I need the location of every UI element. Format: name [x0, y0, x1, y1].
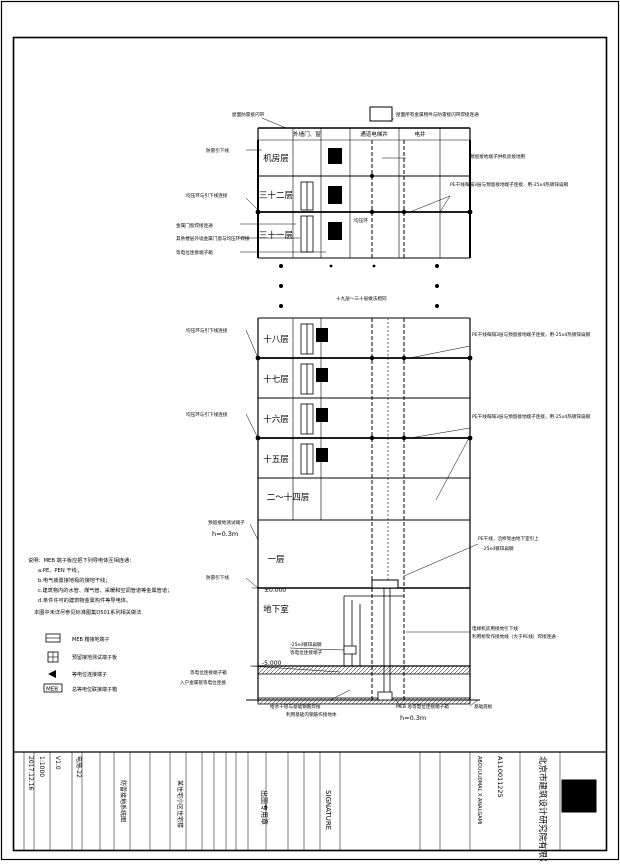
label-eq-flat: -25x4镀锌扁钢 [290, 641, 322, 648]
floor-1: 一层 [267, 555, 284, 565]
label-eq-box-note: 等电位连接端子箱 [190, 669, 227, 676]
notes-c: c.建筑物内的水管、煤气管、采暖和空调管道等金属管道； [38, 586, 172, 594]
floor-16: 十六层 [263, 414, 289, 425]
floor-15: 十五层 [263, 454, 289, 465]
label-metal-frame: 其余楼层外墙金属门窗与均压环焊接 [176, 235, 250, 242]
label-foundation: 入户金属管等电位连接 [180, 679, 226, 686]
label-pe-branch-18: PE干线每隔3层与预留接地端子连接，用-25x4热镀锌扁钢 [472, 331, 591, 338]
tb-date: 2017.12.16 [27, 756, 34, 791]
label-pe-main2: -25x4镀锌扁钢 [482, 545, 514, 552]
label-machine-conn: 预留接地端子供机房接地用 [470, 153, 526, 160]
tb-seal: 出图专用章 [260, 790, 269, 825]
label-elev0: ±0.000 [264, 587, 286, 594]
col-electrical: 电井 [414, 130, 426, 138]
legend-meb-box-icon [43, 683, 63, 693]
tb-company-code: ABOUUU0MAL X ANALGAMI [476, 756, 482, 824]
tb-version: V1.0 [54, 756, 61, 770]
floor-basement: 地下室 [263, 604, 289, 615]
label-metal-doors: 金属门窗焊接连通 [176, 222, 213, 229]
label-ground-rebar: 利用基础内钢筋作接地体 [286, 711, 337, 718]
notes-title: 说明：MEB 端子板应把下列导电体互相连通： [28, 556, 134, 564]
col-door-window: 外墙门、窗 [293, 130, 321, 138]
company-logo [561, 779, 597, 813]
label-pe-branch-16: PE干线每隔3层与预留接地端子连接，用-25x4热镀锌扁钢 [472, 413, 591, 420]
label-down-conductor-bot: 防雷引下线 [206, 574, 229, 581]
label-h-meb: h=0.3m [400, 714, 426, 722]
title-block-text: 2017.12.16 1:1000 V1.0 电施-22 防雷接地系统图 某住宅… [27, 756, 548, 865]
label-equalize-ring: 均压环 [354, 217, 368, 224]
floor-32: 三十二层 [259, 190, 293, 201]
floor-17: 十七层 [263, 374, 289, 385]
label-roof-band: 屋面防雷接闪带 [232, 111, 265, 118]
label-down-conductor-top: 防雷引下线 [206, 147, 229, 154]
label-cable-tray-b: 利用桥架作接地线（大于PE线）焊接连通 [472, 633, 556, 640]
inner-frame [12, 36, 608, 852]
legend-item2: 预留接地测试端子板 [72, 654, 117, 661]
legend-item3: 等电位连接端子 [72, 671, 107, 678]
tb-project-name: 某住宅小区住宅楼 [176, 780, 184, 828]
label-pe-main: PE干线，沿桥架由地下室引上 [478, 535, 539, 542]
label-eq-connect: 等电位连接端子 [290, 649, 323, 656]
legend-item4: 总等电位联接端子箱 [72, 686, 117, 693]
tb-drawing-name: 防雷接地系统图 [119, 780, 127, 822]
label-roof-metal: 屋面所有金属物件与防雷接闪带焊接连通 [396, 111, 479, 118]
annotations: 屋面防雷接闪带 屋面所有金属物件与防雷接闪带焊接连通 防雷引下线 预留接地端子供… [176, 111, 591, 722]
label-eq-terminal-top: 等电位连接端子箱 [176, 249, 213, 256]
tb-signature: SIGNATURE [324, 790, 332, 830]
legend-meb-text: MEB [46, 687, 58, 693]
legend-eq-terminal-icon [48, 670, 56, 678]
floor-31: 三十一层 [259, 230, 293, 241]
building-section [240, 106, 480, 707]
label-equalize-16: 均压环与引下线连接 [186, 411, 228, 418]
legend: MEB 箱接地端子 预留接地测试端子板 等电位连接端子 MEB 总等电位联接端子… [43, 633, 117, 693]
tb-cert-code: A110011225 [496, 756, 504, 798]
label-equalize-ring-32: 均压环与引下线连接 [186, 192, 228, 199]
label-h-test: h=0.3m [212, 530, 238, 538]
floor-machine-room: 机房层 [263, 153, 289, 164]
floor-18: 十八层 [263, 334, 289, 345]
col-shaft: 通道电梯井 [360, 130, 388, 138]
notes-a: a.PE、PEN 干线； [38, 566, 82, 574]
label-test-terminal: 预留接地测试端子 [208, 519, 245, 526]
legend-item1: MEB 箱接地端子 [72, 636, 110, 643]
tb-scale: 1:1000 [38, 756, 45, 777]
notes-b: b.电气装置接地极的接地干线； [38, 576, 110, 584]
tb-sheet-no: 电施-22 [75, 756, 83, 778]
label-equalize-18: 均压环与引下线连接 [186, 327, 228, 334]
floor-labels: 机房层 三十二层 三十一层 十八层 十七层 十六层 十五层 二～十四层 一层 地… [259, 153, 309, 615]
floor-2-14: 二～十四层 [267, 492, 310, 503]
label-meb-box: MEB 总等电位连接端子箱 [396, 703, 449, 710]
label-mid-break: 十九层～三十层做法相同 [336, 295, 387, 302]
notes-d: d.条件许可的建筑物金属构件等导电体。 [38, 596, 131, 604]
notes-block: 说明：MEB 端子板应把下列导电体互相连通： a.PE、PEN 干线； b.电气… [28, 556, 172, 616]
title-block [13, 751, 607, 850]
label-cable-tray-a: 电梯机房用接地引下线 [472, 625, 518, 632]
notes-e: 本图中未详尽参见标准图集D501系列相关做法 [34, 608, 141, 616]
column-headers: 外墙门、窗 通道电梯井 电井 [293, 130, 426, 138]
label-elev5: -5.000 [262, 660, 282, 667]
label-water-pipe: 给水干管与基础钢筋焊接 [270, 703, 321, 710]
tb-company-cn: 北京市建筑设计研究院有限公司 [537, 756, 548, 861]
label-pe-branch-top: PE干线每隔3层与预留接地端子连接，用-25x4热镀锌扁钢 [450, 181, 569, 188]
label-base-slab: 基础底板 [474, 703, 493, 710]
